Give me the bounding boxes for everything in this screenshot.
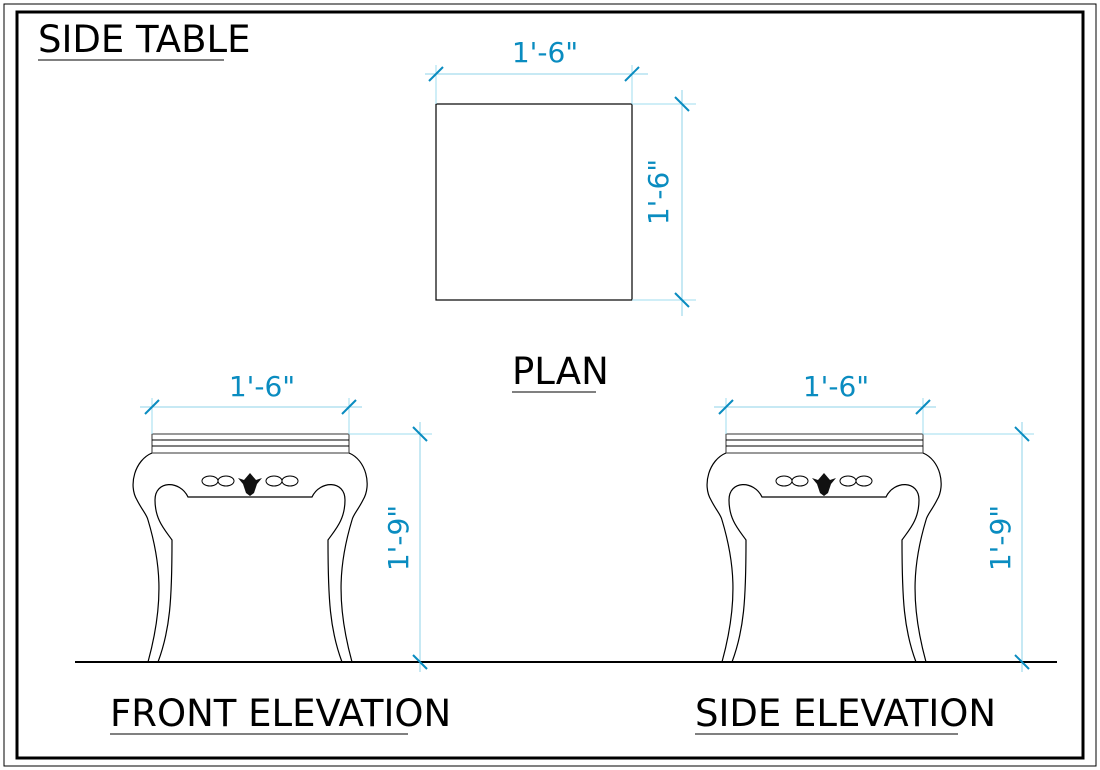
plan-view: 1'-6" 1'-6" PLAN bbox=[425, 36, 696, 393]
side-elevation: 1'-6" 1'-9" SIDE ELEVATION bbox=[695, 370, 1034, 735]
front-width-dimension: 1'-6" bbox=[229, 370, 295, 403]
plan-tabletop bbox=[435, 103, 633, 301]
plan-width-dimension: 1'-6" bbox=[512, 36, 578, 69]
side-width-dimension: 1'-6" bbox=[803, 370, 869, 403]
front-table-outline bbox=[132, 433, 368, 663]
side-elevation-label: SIDE ELEVATION bbox=[695, 692, 996, 735]
front-height-dimension: 1'-9" bbox=[382, 505, 415, 571]
plan-depth-dimension: 1'-6" bbox=[642, 159, 675, 225]
plan-label: PLAN bbox=[512, 350, 609, 393]
front-elevation-label: FRONT ELEVATION bbox=[110, 692, 451, 735]
side-table-outline bbox=[706, 433, 942, 663]
side-height-dimension: 1'-9" bbox=[984, 505, 1017, 571]
outer-border bbox=[3, 3, 1097, 767]
inner-border bbox=[15, 10, 1085, 760]
sheet-title: SIDE TABLE bbox=[38, 18, 250, 61]
front-elevation: 1'-6" 1'-9" FRONT ELEVATION bbox=[110, 370, 451, 735]
